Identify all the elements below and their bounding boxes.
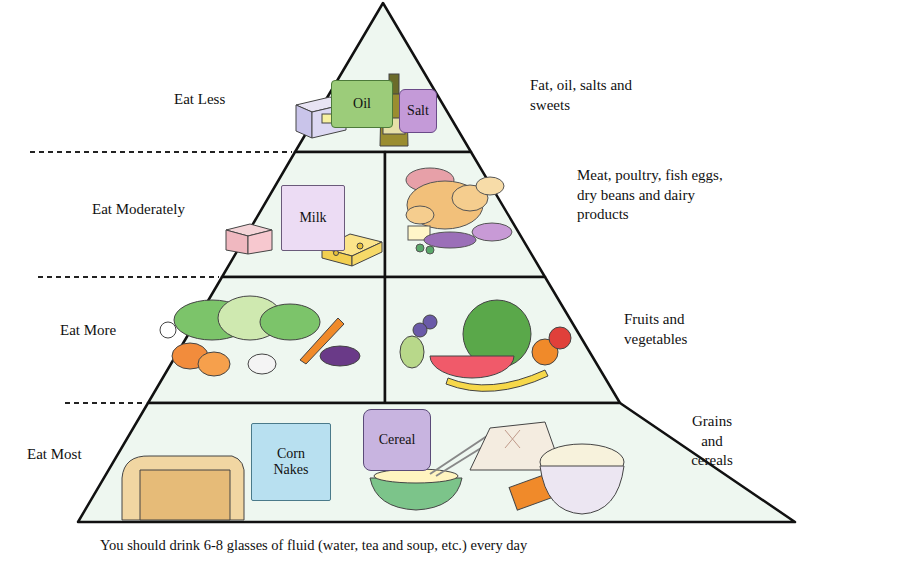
cheese-part <box>357 243 363 249</box>
small-carton-part <box>248 230 272 254</box>
fruits <box>400 300 571 391</box>
meat-group-part <box>426 246 434 254</box>
salt-jar: Salt <box>399 89 437 133</box>
fruits-part <box>549 327 571 349</box>
divider-dash-part <box>30 151 292 153</box>
milk-carton: Milk <box>281 185 345 251</box>
vegetables-part <box>160 322 176 338</box>
small-carton-part <box>226 230 248 254</box>
vegetables-part <box>260 304 320 340</box>
food-group: Fruits and vegetables <box>624 310 714 349</box>
meat-group <box>406 168 512 254</box>
food-group: Grains and cereals <box>680 412 744 471</box>
fruits-part <box>430 356 514 378</box>
pyramid-tier <box>78 3 795 522</box>
flour-bag-part <box>505 430 520 448</box>
butter-box-part <box>296 105 312 138</box>
cornflakes-box: Corn Nakes <box>251 423 331 501</box>
meat-group-part <box>424 232 476 248</box>
bread-loaf-part <box>122 456 244 520</box>
pyramid-tier-part <box>78 403 795 522</box>
food-group: Meat, poultry, fish eggs, dry beans and … <box>577 166 727 225</box>
cheese-part <box>352 242 382 266</box>
fruits-part <box>400 336 424 368</box>
vegetables-part <box>320 346 360 366</box>
cereal-jar: Cereal <box>363 409 431 471</box>
vegetables-part <box>248 354 276 374</box>
caption: You should drink 6-8 glasses of fluid (w… <box>100 537 527 554</box>
rice-bowl-part <box>540 466 624 514</box>
pyramid-tier-part <box>222 152 385 277</box>
item-label: Cereal <box>379 432 416 448</box>
vegetables <box>160 296 360 376</box>
fruits-part <box>446 370 548 391</box>
food-group: Fat, oil, salts and sweets <box>530 76 660 115</box>
tier-advice: Eat Most <box>27 445 117 465</box>
meat-group-part <box>472 223 512 241</box>
bread-loaf <box>122 456 244 520</box>
pyramid-tier-part <box>148 277 385 403</box>
pyramid-tier-part <box>385 152 545 277</box>
cheese-part <box>334 251 339 256</box>
tier-advice: Eat More <box>60 321 150 341</box>
item-label: Oil <box>353 96 371 112</box>
small-carton <box>226 224 272 254</box>
fruits-part <box>413 323 427 337</box>
meat-group-part <box>416 244 424 252</box>
item-label: Salt <box>407 103 429 119</box>
item-label: Milk <box>299 210 326 226</box>
oil-can: Oil <box>331 80 393 128</box>
meat-group-part <box>476 177 504 195</box>
tier-advice: Eat Less <box>174 90 264 110</box>
rice-bowl <box>540 444 624 514</box>
divider-dash <box>30 152 292 403</box>
meat-group-part <box>406 206 434 224</box>
divider-dash-part <box>38 276 219 278</box>
pyramid-tier-part <box>295 3 471 152</box>
bread-loaf-part <box>140 470 230 520</box>
tier-advice: Eat Moderately <box>92 200 222 220</box>
pyramid-tier-part <box>385 277 620 403</box>
vegetables-part <box>198 352 230 376</box>
divider-dash-part <box>65 402 145 404</box>
item-label: Corn Nakes <box>261 446 321 478</box>
